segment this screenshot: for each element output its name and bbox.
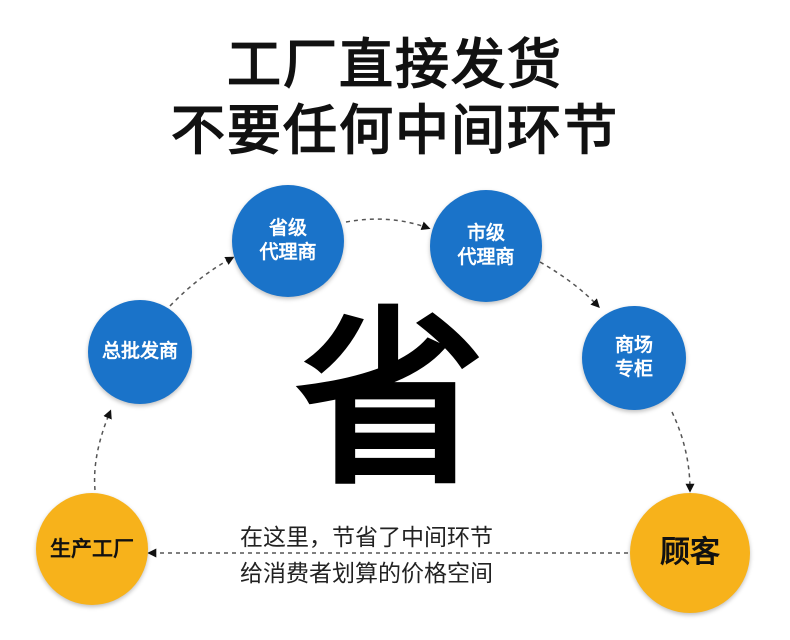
node-provincial-line1: 省级	[268, 217, 307, 240]
node-provincial-agent: 省级 代理商	[232, 185, 344, 297]
center-savings-character: 省	[294, 288, 485, 511]
node-wholesale: 总批发商	[88, 300, 192, 404]
arrow-factory-to-wholesale	[93, 409, 112, 491]
node-customer: 顾客	[630, 493, 750, 613]
arrow-provincial-to-city	[345, 218, 431, 231]
arrow-mall-to-customer	[671, 411, 695, 493]
node-mall-counter: 商场 专柜	[582, 306, 686, 410]
savings-note-line-2: 给消费者划算的价格空间	[240, 561, 493, 587]
node-city-line1: 市级	[466, 222, 505, 245]
savings-note-line-1: 在这里，节省了中间环节	[240, 525, 493, 551]
node-factory: 生产工厂	[36, 493, 148, 605]
node-provincial-line2: 代理商	[259, 241, 317, 263]
node-city-agent: 市级 代理商	[430, 190, 542, 302]
node-wholesale-label: 总批发商	[101, 340, 178, 363]
headline-line-1: 工厂直接发货	[227, 33, 563, 96]
arrow-wholesale-to-provincial	[169, 256, 235, 307]
node-mall-line1: 商场	[614, 334, 653, 357]
node-customer-label: 顾客	[660, 535, 720, 571]
headline-line-2: 不要任何中间环节	[171, 99, 619, 162]
arrow-city-to-mall	[539, 261, 600, 308]
node-city-line2: 代理商	[457, 246, 515, 268]
node-mall-line2: 专柜	[614, 358, 653, 380]
node-factory-label: 生产工厂	[50, 536, 134, 561]
